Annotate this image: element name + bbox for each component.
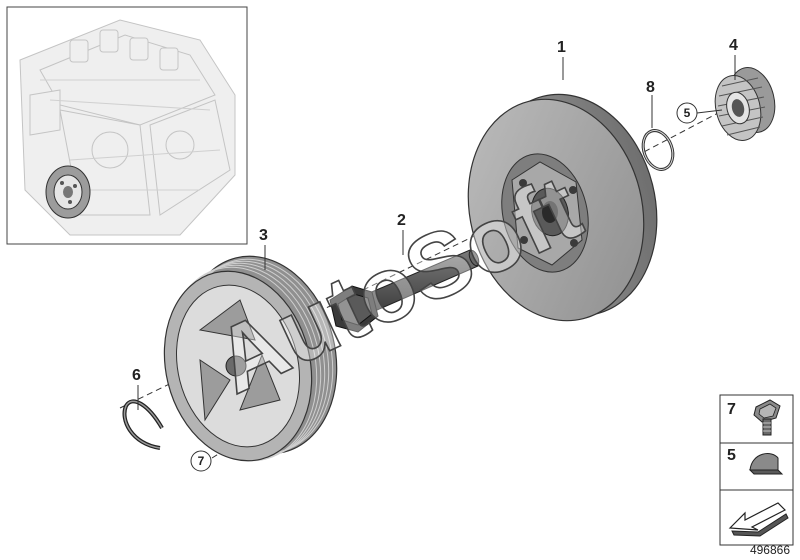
callout-3: 3 — [259, 227, 268, 244]
engine-inset — [6, 6, 248, 245]
circled-ref-5-label: 5 — [684, 106, 691, 120]
parts-table-row-number: 7 — [727, 401, 736, 418]
circled-ref-7: 7 — [190, 450, 212, 472]
callout-2: 2 — [397, 212, 406, 229]
central-bolt — [329, 249, 480, 333]
vibration-damper — [467, 93, 658, 322]
callout-8: 8 — [646, 79, 655, 96]
sealing-ring — [641, 129, 675, 171]
diagram-number: 496866 — [750, 543, 790, 557]
parts-table-direction-arrow-icon — [728, 502, 789, 537]
parts-table-row-bolt: 7 — [727, 399, 781, 436]
callout-leaders — [137, 55, 736, 410]
callout-6: 6 — [132, 367, 141, 384]
retaining-ring — [122, 399, 164, 450]
callout-1: 1 — [557, 39, 566, 56]
callout-4: 4 — [729, 37, 738, 54]
crankshaft-sprocket — [714, 67, 776, 141]
parts-table: 7 5 — [719, 394, 794, 546]
parts-table-row-key: 5 — [727, 447, 784, 475]
parts-table-row-number: 5 — [727, 447, 736, 464]
inset-pulley-highlight — [45, 165, 91, 219]
circled-ref-5: 5 — [676, 102, 698, 124]
belt-pulley — [163, 255, 338, 462]
circled-ref-7-label: 7 — [198, 454, 205, 468]
